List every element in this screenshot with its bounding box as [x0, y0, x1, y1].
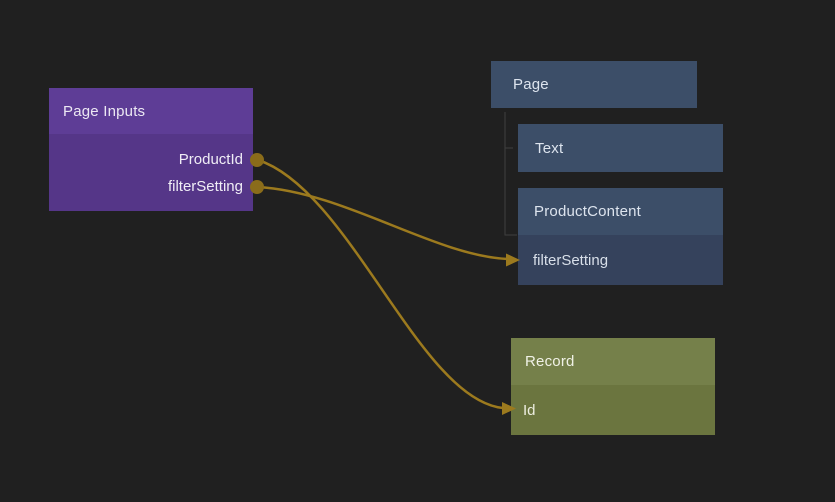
node-text[interactable]: Text	[518, 124, 723, 172]
node-page-inputs-header[interactable]: Page Inputs	[49, 88, 253, 134]
output-filtersetting-label: filterSetting	[167, 178, 243, 195]
node-product-content[interactable]: ProductContent filterSetting	[518, 188, 723, 285]
node-page-title: Page	[513, 76, 549, 93]
node-product-content-title: ProductContent	[534, 203, 642, 220]
node-text-header[interactable]: Text	[518, 124, 723, 172]
field-row-filtersetting[interactable]: filterSetting	[518, 235, 723, 285]
field-row-id[interactable]: Id	[511, 385, 715, 435]
output-productid-label: ProductId	[178, 151, 243, 168]
connection-filtersetting-to-productcontent-filtersetting[interactable]	[257, 185, 509, 261]
node-page-header[interactable]: Page	[491, 61, 697, 108]
node-page-inputs-body: ProductId filterSetting	[49, 134, 253, 211]
node-text-title: Text	[535, 139, 564, 157]
field-filtersetting-label: filterSetting	[533, 251, 609, 269]
connection-productid-to-record-id[interactable]	[257, 158, 504, 410]
node-page[interactable]: Page	[491, 61, 697, 108]
tree-connector-line	[504, 112, 517, 236]
output-row-productid[interactable]: ProductId	[49, 146, 253, 173]
node-page-inputs-title: Page Inputs	[63, 102, 146, 120]
node-record-header[interactable]: Record	[511, 338, 715, 385]
node-page-inputs[interactable]: Page Inputs ProductId filterSetting	[49, 88, 253, 211]
node-product-content-header[interactable]: ProductContent	[518, 188, 723, 235]
field-id-label: Id	[523, 401, 536, 419]
output-row-filtersetting[interactable]: filterSetting	[49, 173, 253, 200]
node-record-title: Record	[525, 353, 575, 370]
node-record[interactable]: Record Id	[511, 338, 715, 435]
